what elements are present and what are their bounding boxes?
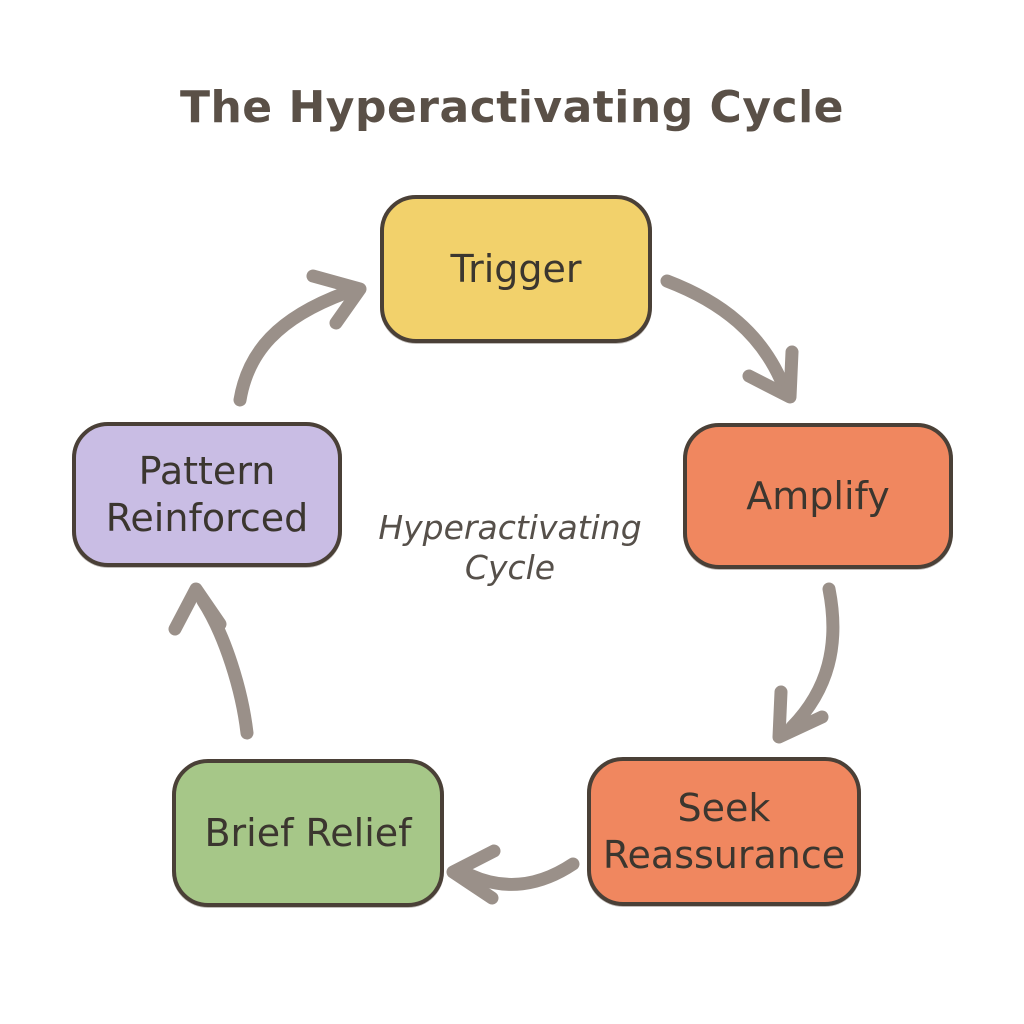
arrow-pattern-reinforced-to-trigger: [233, 269, 367, 407]
arrow-brief-relief-to-pattern-reinforced: [168, 582, 254, 740]
arrow-seek-reassurance-to-brief-relief: [446, 844, 580, 905]
center-cycle-label: Hyperactivating Cycle: [330, 508, 690, 589]
arrowhead-icon: [306, 269, 367, 330]
diagram-title: The Hyperactivating Cycle: [179, 82, 845, 133]
node-seek-reassurance: Seek Reassurance: [587, 757, 861, 906]
node-trigger: Trigger: [380, 195, 652, 343]
arrowhead-icon: [742, 345, 799, 404]
arrow-trigger-to-amplify: [660, 274, 799, 404]
arrow-amplify-to-seek-reassurance: [772, 582, 840, 744]
arrowhead-icon: [168, 582, 227, 636]
center-cycle-label-line1: Hyperactivating: [378, 508, 642, 547]
arrowhead-icon: [446, 844, 501, 905]
node-amplify: Amplify: [683, 423, 953, 569]
center-cycle-label-line2: Cycle: [464, 548, 556, 588]
node-pattern-reinforced: Pattern Reinforced: [72, 422, 342, 567]
arrowhead-icon: [772, 685, 829, 744]
node-brief-relief: Brief Relief: [172, 759, 444, 907]
